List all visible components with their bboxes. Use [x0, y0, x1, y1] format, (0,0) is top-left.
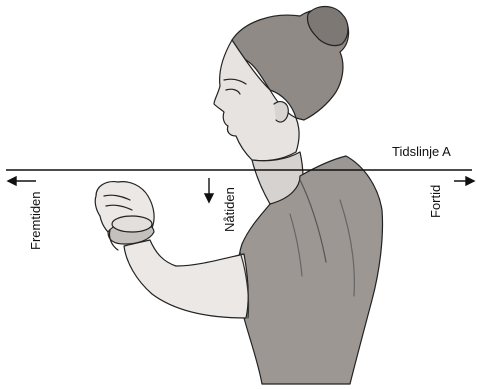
arrow-down-icon: [205, 178, 213, 202]
shirt: [238, 156, 383, 384]
past-label: Fortid: [428, 185, 443, 218]
timeline-label: Tidslinje A: [392, 144, 451, 159]
present-label: Nåtiden: [222, 187, 237, 232]
ear: [274, 102, 288, 122]
arrow-right-icon: [454, 177, 474, 185]
arrow-left-icon: [8, 177, 36, 185]
arm: [124, 240, 248, 318]
future-label: Fremtiden: [28, 191, 43, 250]
woman-figure: [95, 7, 382, 385]
